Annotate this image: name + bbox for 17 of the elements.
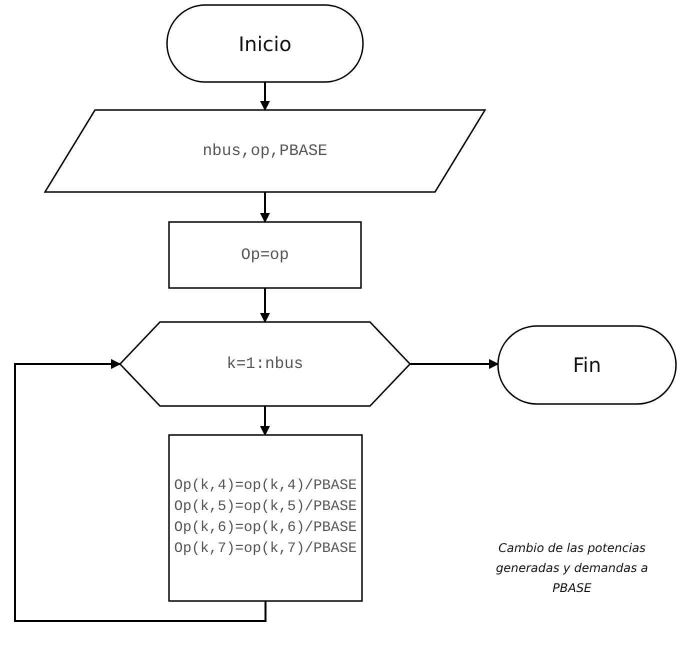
arrow (260, 288, 270, 323)
node-text: Inicio (238, 32, 292, 56)
process-box (169, 222, 361, 288)
arrow (260, 192, 270, 223)
node-text: nbus,op,PBASE (202, 142, 328, 160)
note-text: Cambio de las potencias generadas y demandas a PBASE (494, 540, 650, 597)
node-text: Op(k,4)=op(k,4)/PBASE Op(k,5)=op(k,5)/PBASE Op(k,6)=op(k,6)/PBASE Op(k,7)=op(k,7)/PBASE (173, 477, 358, 559)
arrow (14, 359, 266, 622)
arrow (410, 359, 499, 369)
arrow (260, 82, 270, 111)
arrow (260, 406, 270, 436)
node-text: Fin (572, 353, 602, 377)
node-text: Op=op (240, 246, 289, 264)
loop-hexagon (120, 322, 410, 406)
input-parallelogram (45, 110, 485, 192)
node-text: k=1:nbus (226, 355, 304, 373)
process-box (169, 435, 362, 601)
